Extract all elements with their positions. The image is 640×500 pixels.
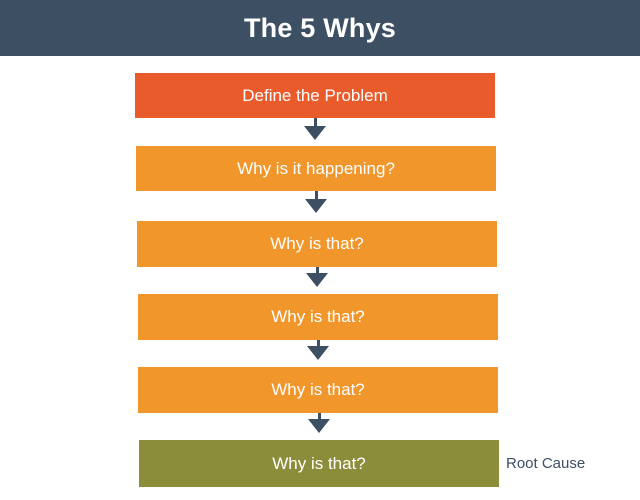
page-header: The 5 Whys	[0, 0, 640, 56]
flow-step-4[interactable]: Why is that?	[138, 294, 498, 340]
flow-step-2-label: Why is it happening?	[237, 158, 395, 178]
flow-step-3[interactable]: Why is that?	[137, 221, 497, 267]
page-title: The 5 Whys	[243, 12, 397, 43]
flow-step-2[interactable]: Why is it happening?	[136, 146, 496, 191]
flow-step-5[interactable]: Why is that?	[138, 367, 498, 413]
root-cause-annotation: Root Cause	[506, 455, 586, 472]
flow-step-4-label: Why is that?	[271, 307, 365, 326]
flow-step-5-label: Why is that?	[271, 380, 365, 399]
flow-step-6-label: Why is that?	[272, 453, 366, 473]
flow-step-1[interactable]: Define the Problem	[135, 73, 495, 118]
flow-step-3-label: Why is that?	[270, 234, 364, 253]
flow-step-6-root-cause[interactable]: Why is that?	[139, 440, 499, 487]
flow-step-1-label: Define the Problem	[242, 85, 388, 105]
